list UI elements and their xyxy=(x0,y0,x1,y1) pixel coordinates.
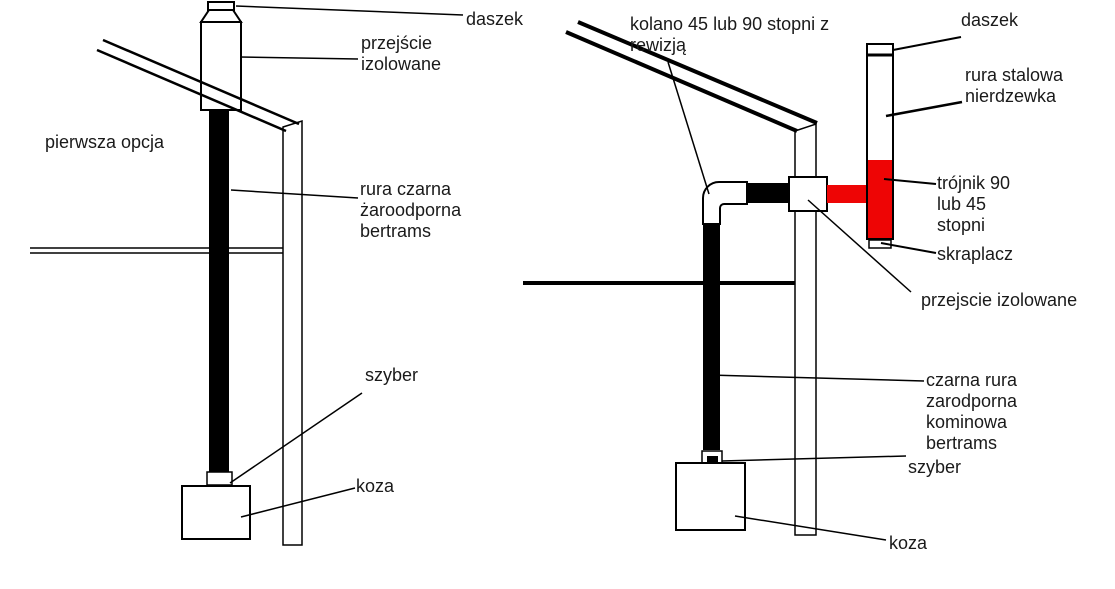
left-label-przejscie-izolowane: przejście izolowane xyxy=(361,33,442,74)
right-label-rura-stalowa: rura stalowa nierdzewka xyxy=(965,65,1064,106)
left-option-title: pierwsza opcja xyxy=(45,132,165,152)
right-label-skraplacz: skraplacz xyxy=(937,244,1014,264)
right-red-tee-horizontal xyxy=(827,185,867,203)
right-leader-szyber xyxy=(721,455,907,462)
left-wall xyxy=(282,119,303,546)
right-wall-passage xyxy=(788,176,828,212)
right-label-daszek: daszek xyxy=(961,10,1019,30)
right-leader-trojnik xyxy=(883,178,937,185)
left-roof-line-lower xyxy=(96,48,287,133)
right-leader-czarna-rura xyxy=(708,374,925,382)
right-elbow xyxy=(702,181,748,225)
left-leader-rura-czarna xyxy=(230,189,359,199)
left-chimney-cap xyxy=(207,1,235,11)
left-label-szyber: szyber xyxy=(365,365,419,385)
right-label-czarna-rura: czarna rura zarodporna kominowa bertrams xyxy=(926,370,1018,453)
left-damper xyxy=(206,471,233,486)
right-black-pipe xyxy=(703,224,720,450)
right-leader-daszek xyxy=(892,36,962,51)
left-stove xyxy=(181,485,251,540)
right-label-trojnik: trójnik 90 lub 45 stopni xyxy=(937,173,1011,235)
right-label-szyber: szyber xyxy=(908,457,962,477)
right-roof-line-upper xyxy=(577,20,818,125)
right-damper-plate xyxy=(707,456,718,463)
right-leader-rura-stalowa xyxy=(885,100,963,118)
left-label-daszek: daszek xyxy=(466,9,524,29)
right-leader-koza xyxy=(734,515,887,541)
left-chimney-neck xyxy=(199,9,243,23)
left-label-koza: koza xyxy=(356,476,395,496)
left-leader-koza xyxy=(240,487,356,518)
left-leader-daszek xyxy=(235,5,464,16)
right-black-pipe-horizontal xyxy=(747,183,789,203)
left-leader-szyber xyxy=(229,392,363,484)
right-leader-kolano xyxy=(667,61,710,195)
left-black-pipe xyxy=(209,110,229,472)
left-leader-przejscie xyxy=(239,56,359,60)
right-label-kolano: kolano 45 lub 90 stopni z rewizją xyxy=(630,14,830,55)
left-label-rura-czarna: rura czarna żaroodporna bertrams xyxy=(360,179,462,241)
right-label-przejscie-izolowane: przejscie izolowane xyxy=(921,290,1078,310)
right-wall xyxy=(794,122,817,536)
right-label-koza: koza xyxy=(889,533,928,553)
right-leader-skraplacz xyxy=(880,242,937,254)
right-red-tee-vertical xyxy=(868,160,892,238)
right-roof-line-lower xyxy=(565,30,798,133)
right-stove xyxy=(675,462,746,531)
left-roof-line-upper xyxy=(102,38,300,126)
right-leader-przejscie xyxy=(807,199,912,293)
